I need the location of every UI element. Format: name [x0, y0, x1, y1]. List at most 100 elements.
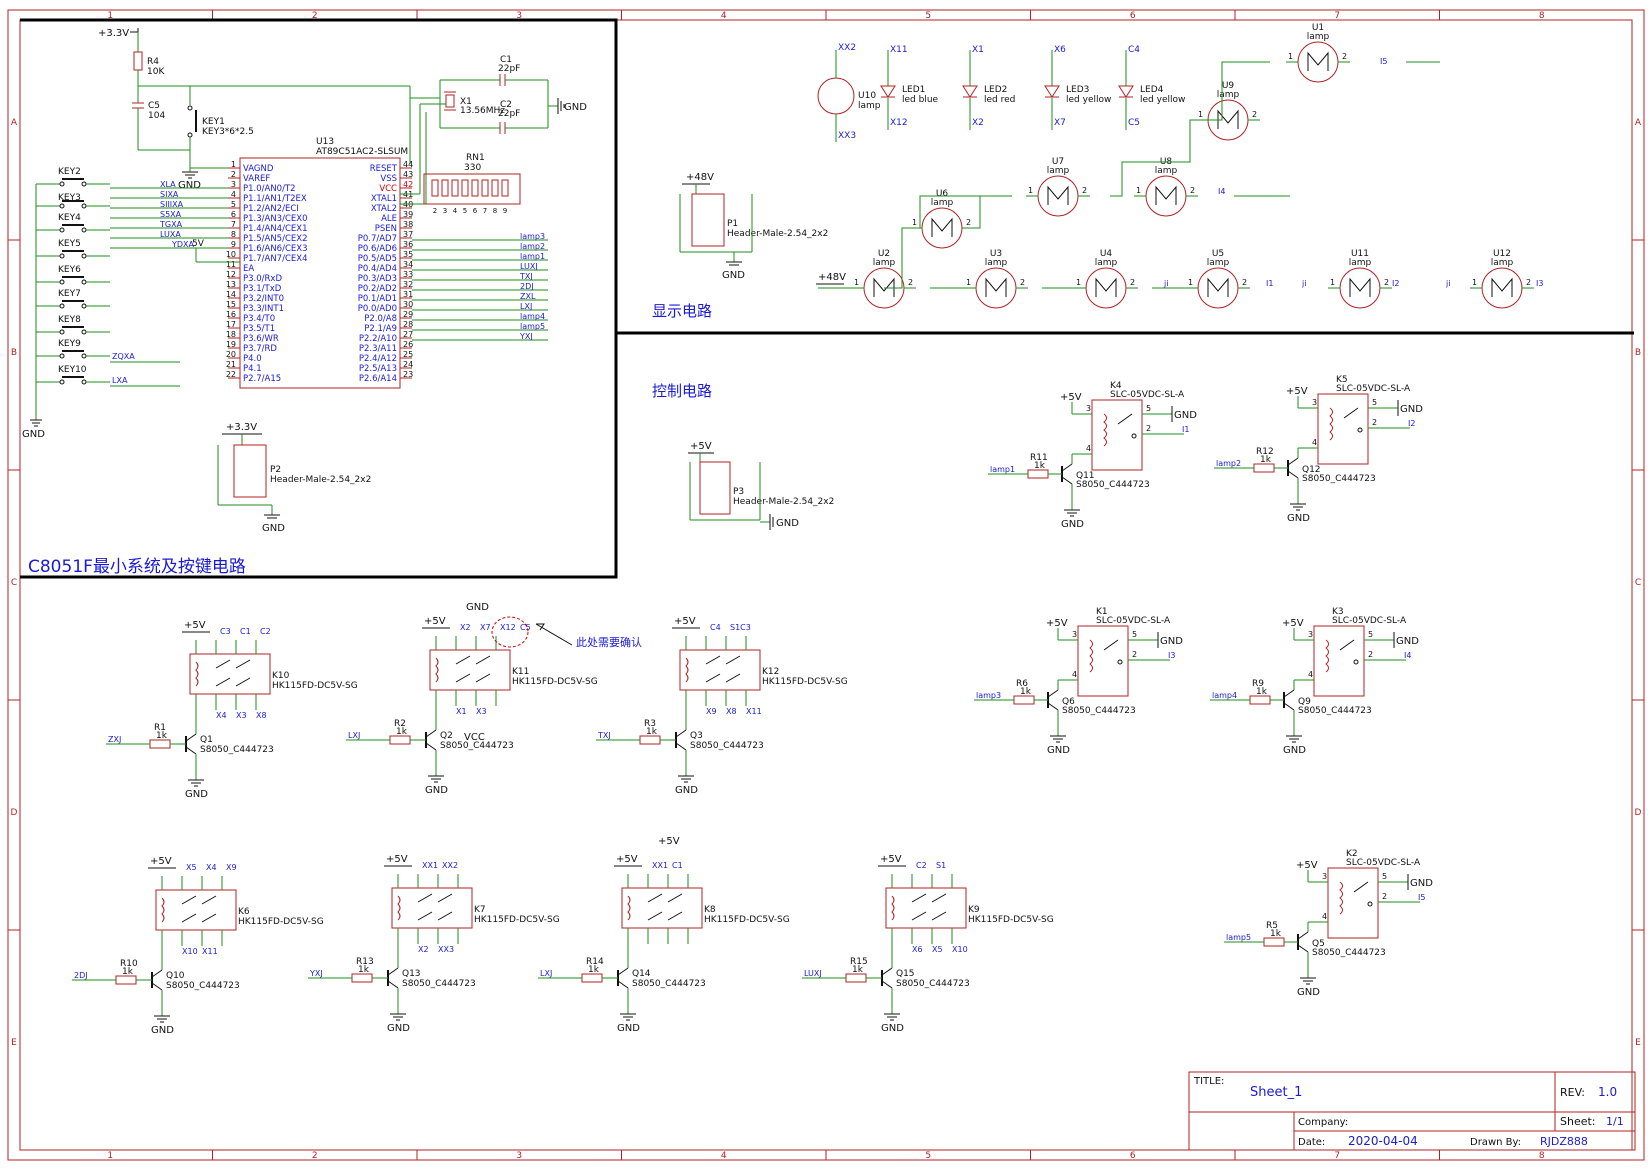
- mcu-pin-num: 26: [403, 340, 413, 349]
- lamp-pin-num: 2: [1526, 278, 1531, 287]
- hk-supply: +5V: [616, 854, 638, 865]
- transistor-ref: Q9: [1298, 697, 1311, 707]
- frame-col-label-top: 7: [1334, 11, 1340, 21]
- slc-relay-part: SLC-05VDC-SL-A: [1332, 616, 1407, 626]
- hk-relay-part: HK115FD-DC5V-SG: [704, 915, 790, 925]
- relay-contact: [1117, 659, 1123, 665]
- hk-relay-part: HK115FD-DC5V-SG: [512, 677, 598, 687]
- gnd-label: GND: [425, 785, 448, 796]
- lamp-glyph: [1155, 185, 1177, 205]
- rn1-element: [441, 179, 449, 197]
- slc-relay-ref: K1: [1096, 607, 1108, 617]
- slc-relay-body: [1317, 393, 1369, 465]
- hk-bottom-net: X6: [912, 945, 923, 954]
- lamp-u3: [975, 267, 1017, 309]
- key-ref: KEY10: [58, 365, 87, 375]
- transistor-part: S8050_C444723: [402, 979, 476, 989]
- lamp-pin-num: 1: [1330, 278, 1335, 287]
- mcu-pin-num: 17: [226, 320, 236, 329]
- mcu-ref: U13: [316, 137, 334, 147]
- mcu-pin-name: P1.1/AN1/T2EX: [243, 194, 307, 204]
- mcu-pin-name: RESET: [370, 164, 398, 174]
- annotation-note: 此处需要确认: [576, 636, 642, 649]
- frame-row-label-right: A: [1635, 118, 1642, 128]
- resistor-ref: R6: [1016, 679, 1028, 689]
- mcu-pin-num: 37: [403, 230, 413, 239]
- hk-bottom-net: X11: [202, 947, 218, 956]
- mcu-pin-name: P3.4/T0: [243, 314, 275, 324]
- lamp-u7: [1037, 175, 1079, 217]
- gnd-p1: GND: [722, 270, 745, 281]
- relay-contact: [1357, 427, 1363, 433]
- resistor-ref: R11: [1030, 453, 1048, 463]
- lamp-glyph: [873, 277, 895, 297]
- mcu-pin-name: P2.2/A10: [359, 334, 397, 344]
- slc-relay-ref: K2: [1346, 849, 1358, 859]
- led-body: [962, 85, 978, 98]
- hk-bottom-net: X1: [456, 707, 467, 716]
- lamp-val: lamp: [1491, 258, 1514, 268]
- led-top-net: X1: [972, 45, 984, 55]
- resistor-ref: R12: [1256, 447, 1274, 457]
- hk-bottom-net: X11: [746, 707, 762, 716]
- hk-relay-part: HK115FD-DC5V-SG: [474, 915, 560, 925]
- key-ref: KEY6: [58, 265, 81, 275]
- key-contact: [81, 227, 87, 233]
- lamp-u5: [1197, 267, 1239, 309]
- led-val: led red: [984, 95, 1015, 105]
- rn1-element: [451, 179, 459, 197]
- hk-relay-ref: K10: [272, 671, 290, 681]
- relay-coil: [1339, 881, 1343, 915]
- transistor-part: S8050_C444723: [440, 741, 514, 751]
- relay-pin: 2: [1368, 650, 1373, 659]
- led-bottom-net: C5: [1128, 118, 1140, 128]
- frame-col-label-top: 6: [1130, 11, 1136, 21]
- hk-top-net: C2: [916, 861, 927, 870]
- net-i2: I2: [1392, 279, 1399, 288]
- relay-coil: [1325, 639, 1329, 673]
- mcu-right-net-label: YXJ: [519, 332, 533, 341]
- mcu-right-net-label: lamp1: [520, 252, 545, 261]
- lamp-ref: U9: [1222, 81, 1235, 91]
- key-contact: [59, 303, 65, 309]
- mcu-pin-num: 16: [226, 310, 236, 319]
- led-ref: LED4: [1140, 85, 1164, 95]
- transistor-part: S8050_C444723: [896, 979, 970, 989]
- hk-bottom-net: X8: [726, 707, 737, 716]
- hk-relay-body: [885, 887, 967, 929]
- mcu-pin-num: 21: [226, 360, 236, 369]
- led-body: [880, 85, 896, 98]
- transistor-part: S8050_C444723: [1302, 474, 1376, 484]
- mcu-pin-num: 28: [403, 320, 413, 329]
- frame-col-label-top: 3: [516, 11, 522, 21]
- relay-pin: 2: [1146, 424, 1151, 433]
- hk-bottom-net: XX3: [438, 945, 454, 954]
- frame-col-label-bottom: 1: [107, 1151, 113, 1161]
- rn1-pin-num: 3: [443, 207, 447, 215]
- hk-coil: [435, 657, 439, 683]
- lamp-glyph: [1491, 277, 1513, 297]
- mcu-pin-name: P3.3/INT1: [243, 304, 284, 314]
- led-body: [1118, 85, 1134, 98]
- lamp-ref: U11: [1351, 249, 1369, 259]
- net-i4: I4: [1218, 187, 1225, 196]
- mcu-pin-num: 18: [226, 330, 236, 339]
- mcu-right-net-label: lamp5: [520, 322, 545, 331]
- rn1-element: [491, 179, 499, 197]
- hk-bottom-net: X5: [932, 945, 943, 954]
- lamp-u1: [1297, 41, 1339, 83]
- slc-relay-body: [1091, 399, 1143, 471]
- mcu-pin-num: 11: [226, 260, 236, 269]
- hk-coil: [627, 895, 631, 921]
- hk-relay-part: HK115FD-DC5V-SG: [238, 917, 324, 927]
- key1-ref: KEY1: [202, 117, 225, 127]
- resistor-val: 1k: [1020, 687, 1032, 697]
- p1-header: [691, 193, 725, 247]
- key-contact: [59, 353, 65, 359]
- base-resistor: [1013, 695, 1035, 705]
